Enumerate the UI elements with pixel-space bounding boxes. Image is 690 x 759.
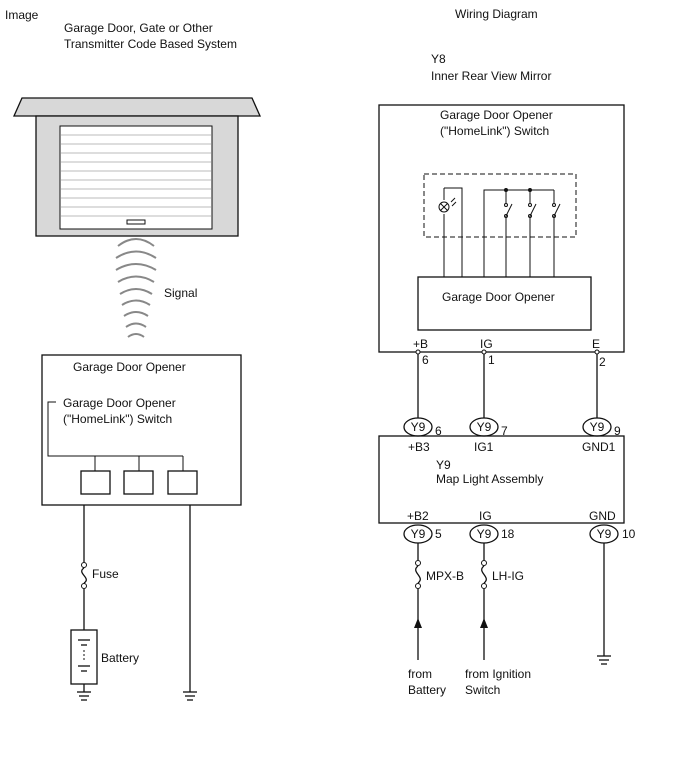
map-light-name: Map Light Assembly xyxy=(436,472,543,486)
lower-connector-3: Y9 xyxy=(589,524,619,544)
mirror-pin-name-e: E xyxy=(592,337,600,351)
switch-dashed-box xyxy=(423,173,577,238)
left-battery-ground-icon xyxy=(77,691,91,701)
connector-code: Y9 xyxy=(597,527,612,541)
signal-waves-icon xyxy=(115,238,157,338)
right-switch-label-line1: Garage Door Opener xyxy=(440,108,553,122)
map-light-code: Y9 xyxy=(436,458,451,472)
homelink-button-2 xyxy=(123,470,154,495)
battery-icon xyxy=(70,629,98,685)
lower-connector-2-num: 18 xyxy=(501,527,515,541)
map-light-ground-icon xyxy=(597,655,611,665)
lower-connector-1: Y9 xyxy=(403,524,433,544)
left-opener-ground-icon xyxy=(183,691,197,701)
system-title-line1: Garage Door, Gate or Other xyxy=(64,21,213,35)
left-fuse-icon xyxy=(81,562,87,589)
mirror-pin-num-b: 6 xyxy=(422,353,429,367)
right-switch-label-line2: ("HomeLink") Switch xyxy=(440,124,549,138)
connector-code: Y9 xyxy=(411,420,426,434)
mpx-b-fuse-label: MPX-B xyxy=(426,569,464,583)
mirror-name: Inner Rear View Mirror xyxy=(431,69,551,83)
battery-label: Battery xyxy=(101,651,139,665)
map-light-pin-b3: +B3 xyxy=(408,440,430,454)
map-light-box xyxy=(378,435,625,524)
switch-contact-1-icon xyxy=(504,203,513,218)
from-ignition-line2: Switch xyxy=(465,683,500,697)
ignition-feed-arrow-icon xyxy=(480,618,488,628)
lower-connector-3-num: 10 xyxy=(622,527,636,541)
lh-ig-fuse-icon xyxy=(481,560,487,589)
map-light-pin-gnd1: GND1 xyxy=(582,440,616,454)
switch-contact-3-icon xyxy=(552,203,561,218)
wiring-heading: Wiring Diagram xyxy=(455,7,538,21)
map-light-pin-ig1: IG1 xyxy=(474,440,494,454)
opener-module-label: Garage Door Opener xyxy=(442,290,555,304)
connector-code: Y9 xyxy=(411,527,426,541)
left-switch-label-line1: Garage Door Opener xyxy=(63,396,176,410)
system-title-line2: Transmitter Code Based System xyxy=(64,37,237,51)
left-fuse-label: Fuse xyxy=(92,567,119,581)
upper-connector-3: Y9 xyxy=(582,417,612,437)
switch-contact-2-icon xyxy=(528,203,537,218)
internal-switch-wiring xyxy=(443,187,555,277)
indicator-lamp-icon xyxy=(438,197,457,213)
upper-connector-3-num: 9 xyxy=(614,424,621,438)
homelink-button-3 xyxy=(167,470,198,495)
from-ignition-line1: from Ignition xyxy=(465,667,531,681)
upper-connector-1: Y9 xyxy=(403,417,433,437)
from-battery-line1: from xyxy=(408,667,432,681)
lower-connector-2: Y9 xyxy=(469,524,499,544)
homelink-button-1 xyxy=(80,470,111,495)
upper-connector-2-num: 7 xyxy=(501,424,508,438)
mirror-pin-name-ig: IG xyxy=(480,337,493,351)
image-heading: Image xyxy=(5,8,39,22)
opener-module-box xyxy=(417,276,592,331)
lh-ig-fuse-label: LH-IG xyxy=(492,569,524,583)
from-battery-line2: Battery xyxy=(408,683,446,697)
map-light-pin-b2: +B2 xyxy=(407,509,429,523)
mpx-b-fuse-icon xyxy=(415,560,421,589)
garage-illustration xyxy=(12,97,262,237)
upper-connector-2: Y9 xyxy=(469,417,499,437)
connector-code: Y9 xyxy=(477,527,492,541)
left-switch-bracket xyxy=(47,401,183,457)
left-opener-title: Garage Door Opener xyxy=(73,360,186,374)
mirror-pin-num-e: 2 xyxy=(599,355,606,369)
left-switch-label-line2: ("HomeLink") Switch xyxy=(63,412,172,426)
signal-label: Signal xyxy=(164,286,197,300)
lower-connector-1-num: 5 xyxy=(435,527,442,541)
battery-feed-arrow-icon xyxy=(414,618,422,628)
mirror-pin-num-ig: 1 xyxy=(488,353,495,367)
mirror-pin-name-b: +B xyxy=(413,337,428,351)
upper-connector-1-num: 6 xyxy=(435,424,442,438)
map-light-pin-gnd: GND xyxy=(589,509,616,523)
mirror-box xyxy=(378,104,625,353)
mirror-code: Y8 xyxy=(431,52,446,66)
map-light-pin-ig: IG xyxy=(479,509,492,523)
connector-code: Y9 xyxy=(477,420,492,434)
connector-code: Y9 xyxy=(590,420,605,434)
left-opener-box xyxy=(41,354,242,506)
